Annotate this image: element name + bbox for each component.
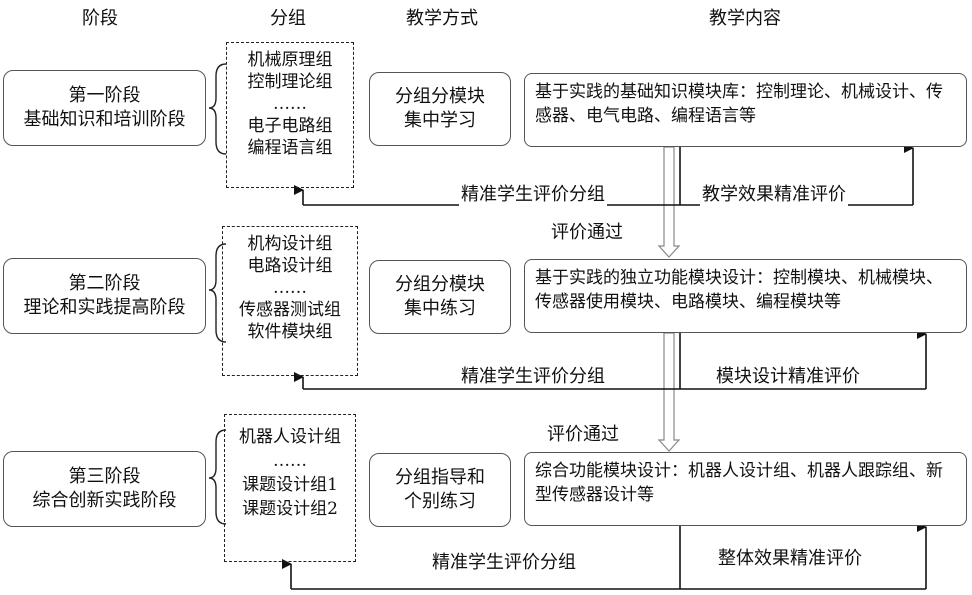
group-item: 控制理论组 (247, 72, 333, 92)
group-item: 课题设计组2 (242, 499, 338, 519)
group-item: 电路设计组 (247, 256, 333, 276)
group-item: 电子电路组 (247, 116, 333, 136)
group-item: 课题设计组1 (242, 475, 338, 495)
method-line: 集中学习 (404, 110, 476, 131)
pass-arrow-2 (657, 332, 681, 452)
group-item: …… (273, 278, 307, 298)
pass-arrow-1 (657, 146, 681, 258)
stage-title: 第一阶段 (68, 85, 141, 106)
header-method: 教学方式 (406, 8, 478, 29)
feedback-left-label-3: 精准学生评价分组 (430, 548, 578, 574)
feedback-left-label-2: 精准学生评价分组 (459, 362, 607, 388)
stage-subtitle: 综合创新实践阶段 (32, 490, 177, 511)
header-stage: 阶段 (82, 8, 118, 29)
method-line: 个别练习 (404, 491, 476, 512)
brace-row2 (208, 243, 227, 343)
group-item: 编程语言组 (247, 138, 333, 158)
header-content: 教学内容 (709, 8, 781, 29)
content-box-2: 基于实践的独立功能模块设计：控制模块、机械模块、传感器使用模块、电路模块、编程模… (524, 259, 967, 333)
pass-label-1: 评价通过 (551, 222, 623, 243)
stage-title: 第三阶段 (68, 466, 141, 487)
group-item: 机构设计组 (247, 234, 333, 254)
group-item: 传感器测试组 (239, 300, 341, 320)
brace-row1 (208, 63, 227, 155)
brace-row3 (208, 429, 227, 525)
group-list-3: 机器人设计组 …… 课题设计组1 课题设计组2 (224, 414, 356, 562)
method-box-1: 分组分模块 集中学习 (369, 72, 511, 146)
feedback-right-label-2: 模块设计精准评价 (714, 362, 862, 388)
feedback-right-label-3: 整体效果精准评价 (716, 544, 864, 570)
content-box-1: 基于实践的基础知识模块库：控制理论、机械设计、传感器、电气电路、编程语言等 (524, 73, 967, 147)
method-line: 集中练习 (404, 298, 476, 319)
group-item: …… (273, 451, 307, 471)
method-line: 分组分模块 (395, 274, 485, 295)
content-box-3: 综合功能模块设计：机器人设计组、机器人跟踪组、新型传感器设计等 (524, 452, 967, 526)
stage-subtitle: 基础知识和培训阶段 (23, 109, 186, 130)
pass-label-2: 评价通过 (547, 424, 619, 445)
group-item: 软件模块组 (247, 322, 333, 342)
stage-box-3: 第三阶段 综合创新实践阶段 (3, 451, 206, 527)
method-line: 分组指导和 (395, 467, 485, 488)
group-list-1: 机械原理组 控制理论组 …… 电子电路组 编程语言组 (226, 42, 354, 188)
method-line: 分组分模块 (395, 86, 485, 107)
stage-subtitle: 理论和实践提高阶段 (23, 297, 186, 318)
group-item: …… (273, 94, 307, 114)
method-box-3: 分组指导和 个别练习 (369, 453, 511, 527)
group-list-2: 机构设计组 电路设计组 …… 传感器测试组 软件模块组 (222, 226, 358, 376)
stage-box-1: 第一阶段 基础知识和培训阶段 (3, 70, 206, 146)
feedback-left-label-1: 精准学生评价分组 (459, 180, 607, 206)
stage-title: 第二阶段 (68, 273, 141, 294)
group-item: 机器人设计组 (239, 427, 341, 447)
method-box-2: 分组分模块 集中练习 (369, 260, 511, 334)
header-group: 分组 (270, 8, 306, 29)
feedback-right-label-1: 教学效果精准评价 (700, 180, 848, 206)
stage-box-2: 第二阶段 理论和实践提高阶段 (3, 258, 206, 334)
group-item: 机械原理组 (247, 50, 333, 70)
